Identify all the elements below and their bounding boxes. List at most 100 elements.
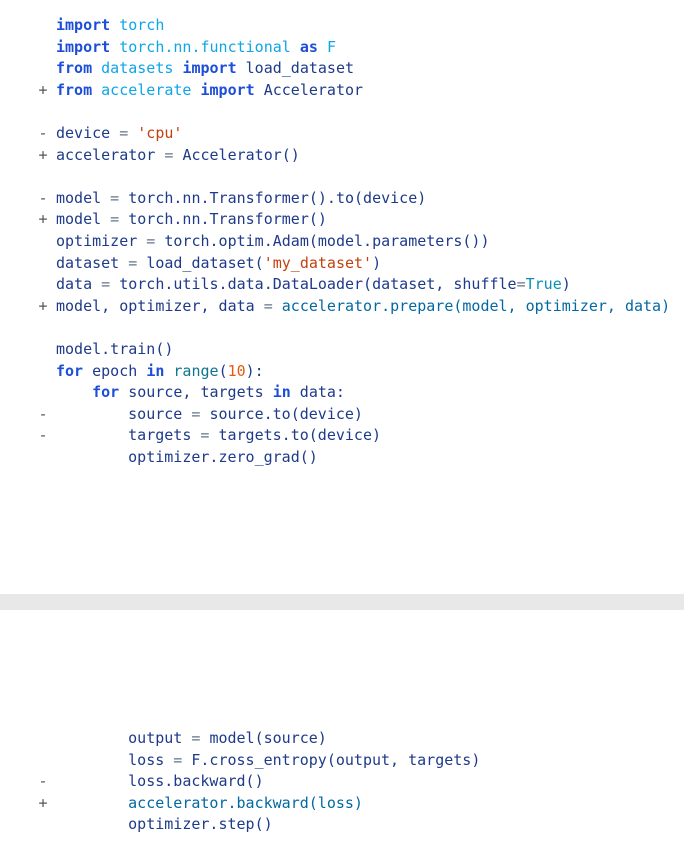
code-token: = — [137, 232, 165, 250]
code-token: = — [101, 210, 129, 229]
diff-line: dataset = load_dataset('my_dataset') — [0, 253, 684, 274]
code-token: from — [56, 59, 93, 78]
code-token: device — [56, 124, 111, 142]
diff-line: import torch — [0, 15, 684, 36]
diff-line: for epoch in range(10): — [0, 361, 684, 382]
diff-marker — [36, 253, 50, 274]
diff-line: optimizer = torch.optim.Adam(model.param… — [0, 231, 684, 252]
section-divider — [0, 594, 684, 610]
code-token: for — [92, 383, 120, 402]
diff-line: -loss.backward() — [0, 771, 684, 792]
code-token: = — [119, 253, 147, 272]
diff-line: -model = torch.nn.Transformer().to(devic… — [0, 188, 684, 209]
diff-marker — [36, 274, 50, 295]
code-text: accelerator.backward(loss) — [128, 793, 363, 814]
code-text: optimizer.zero_grad() — [128, 447, 318, 468]
diff-line: data = torch.utils.data.DataLoader(datas… — [0, 274, 684, 295]
code-text: from accelerate import Accelerator — [56, 80, 363, 101]
code-token: range — [173, 361, 219, 380]
diff-line: +model = torch.nn.Transformer() — [0, 209, 684, 230]
diff-marker — [36, 15, 50, 36]
diff-line: output = model(source) — [0, 728, 684, 749]
code-text: dataset = load_dataset('my_dataset') — [56, 253, 381, 274]
code-token: load_dataset( — [146, 253, 264, 272]
code-token: model — [56, 188, 102, 207]
diff-line: optimizer.step() — [0, 814, 684, 835]
code-token: = — [155, 145, 183, 164]
diff-marker — [36, 37, 50, 58]
code-text: output = model(source) — [128, 728, 327, 749]
diff-line: +accelerator.backward(loss) — [0, 793, 684, 814]
code-token — [191, 81, 200, 99]
code-token: model.train() — [56, 340, 174, 358]
code-token: ): — [245, 361, 264, 380]
code-token: F.cross_entropy(output, targets) — [191, 750, 481, 769]
code-token: = — [164, 750, 192, 769]
diff-marker — [36, 231, 50, 252]
code-token: source, targets — [119, 383, 273, 402]
code-token: torch.nn.Transformer().to(device) — [128, 188, 427, 207]
diff-marker: + — [38, 145, 48, 164]
diff-line: optimizer.zero_grad() — [0, 447, 684, 468]
diff-line — [0, 166, 684, 187]
code-token: accelerator.backward(loss) — [128, 793, 363, 812]
diff-line — [0, 101, 684, 122]
code-token: accelerate — [101, 80, 192, 99]
code-token: torch.nn.Transformer() — [128, 210, 327, 229]
code-token: F — [326, 37, 336, 56]
diff-marker: + — [38, 80, 48, 99]
code-token: True — [525, 275, 562, 294]
code-token: from — [56, 80, 93, 99]
code-diff-top: import torch import torch.nn.functional … — [0, 15, 684, 468]
code-text: loss = F.cross_entropy(output, targets) — [128, 750, 480, 771]
code-token: optimizer.zero_grad() — [128, 448, 318, 466]
code-token: = — [182, 729, 210, 747]
code-token: Accelerator — [254, 80, 364, 99]
diff-line: model.train() — [0, 339, 684, 360]
diff-marker — [36, 317, 50, 338]
diff-marker — [36, 58, 50, 79]
diff-marker — [36, 339, 50, 360]
diff-line: import torch.nn.functional as F — [0, 37, 684, 58]
code-token: torch.nn.functional — [119, 37, 291, 56]
code-token: import — [200, 80, 255, 99]
code-token: source.to(device) — [209, 404, 363, 423]
code-token: in — [272, 383, 291, 402]
code-token: load_dataset — [236, 59, 355, 78]
diff-marker — [36, 728, 50, 749]
diff-line: + accelerator = Accelerator() — [0, 145, 684, 166]
code-token: as — [299, 37, 318, 56]
code-token: model, optimizer, data — [56, 296, 255, 315]
code-text: from datasets import load_dataset — [56, 58, 354, 79]
code-token — [92, 81, 101, 99]
code-text: data = torch.utils.data.DataLoader(datas… — [56, 274, 571, 295]
code-text: accelerator = Accelerator() — [56, 145, 300, 166]
code-token: = — [92, 275, 120, 294]
code-token: optimizer — [56, 232, 138, 250]
code-diff-bottom: output = model(source) loss = F.cross_en… — [0, 610, 684, 850]
code-token — [92, 59, 101, 77]
code-text: for epoch in range(10): — [56, 361, 264, 382]
code-text: import torch — [56, 15, 164, 36]
diff-marker — [36, 361, 50, 382]
diff-marker: - — [38, 404, 48, 423]
diff-line: -targets = targets.to(device) — [0, 425, 684, 446]
code-text: device = 'cpu' — [56, 123, 182, 144]
code-token: = — [516, 275, 526, 294]
diff-marker — [36, 166, 50, 187]
diff-marker: - — [38, 772, 48, 791]
diff-line: -source = source.to(device) — [0, 404, 684, 425]
diff-line: +model, optimizer, data = accelerator.pr… — [0, 296, 684, 317]
code-token: loss — [128, 750, 165, 769]
code-text: model.train() — [56, 339, 173, 360]
code-token: torch.utils.data.DataLoader(dataset, shu… — [119, 275, 517, 294]
code-token: targets.to(device) — [218, 426, 382, 445]
diff-marker: - — [38, 124, 48, 142]
code-token — [291, 38, 300, 56]
code-token: import — [182, 59, 237, 78]
diff-marker — [36, 447, 50, 468]
code-text: optimizer.step() — [128, 814, 273, 835]
code-token: optimizer.step() — [128, 815, 273, 834]
diff-line: -device = 'cpu' — [0, 123, 684, 144]
code-token: accelerator — [56, 145, 156, 164]
